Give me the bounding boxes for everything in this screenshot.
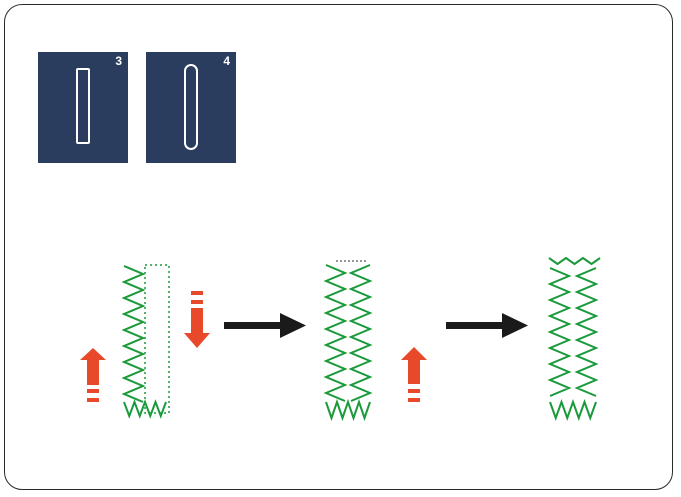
buttonhole-step-1 <box>121 264 170 419</box>
bar-tack-bottom <box>549 399 597 421</box>
right-zigzag-stitch <box>574 267 599 397</box>
bar-tack-top <box>548 256 601 266</box>
red-up-arrow <box>80 348 106 402</box>
right-zigzag-stitch <box>348 264 373 402</box>
red-down-arrow <box>184 291 210 348</box>
next-step-arrow <box>446 313 528 338</box>
red-up-arrow <box>401 347 427 402</box>
rounded-buttonhole-icon <box>184 64 198 150</box>
next-step-arrow <box>224 313 306 338</box>
left-zigzag-stitch <box>121 265 146 403</box>
pattern-4-icon: 4 <box>146 52 236 163</box>
left-zigzag-stitch <box>547 267 572 397</box>
pattern-number: 4 <box>223 54 230 68</box>
buttonhole-step-2 <box>323 260 373 422</box>
dotted-outline <box>144 264 170 414</box>
bar-tack-bottom <box>325 398 371 422</box>
pattern-number: 3 <box>115 54 122 68</box>
square-buttonhole-icon <box>76 68 90 144</box>
buttonhole-step-3 <box>547 256 601 421</box>
left-zigzag-stitch <box>323 264 348 402</box>
pattern-3-icon: 3 <box>38 52 128 163</box>
figure-frame <box>4 4 673 490</box>
